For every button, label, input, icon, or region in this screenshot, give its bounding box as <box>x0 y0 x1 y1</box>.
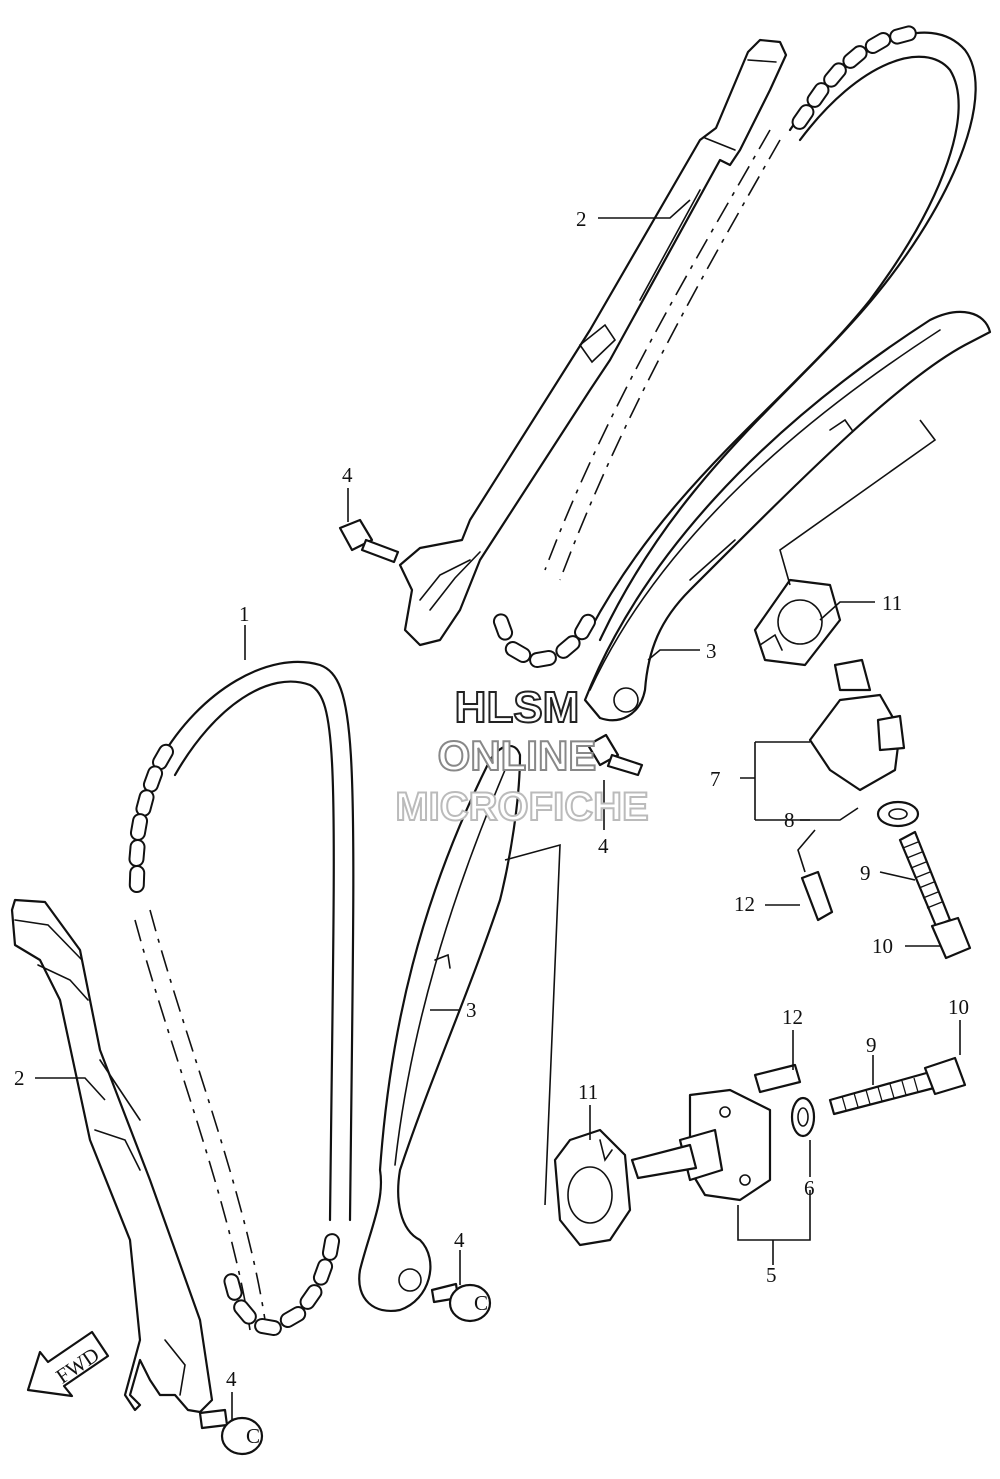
callout-4-lower-right: 4 <box>454 1228 465 1252</box>
callout-labels: 1 2 2 3 3 4 4 4 4 5 6 7 8 9 9 10 10 11 1… <box>14 207 969 1391</box>
callout-12-lower: 12 <box>782 1005 803 1029</box>
gasket-lower <box>553 1128 632 1247</box>
bolt-4-lower-right: C <box>430 1282 492 1323</box>
tensioner-arm-lower <box>358 744 561 1313</box>
callout-12-right: 12 <box>734 892 755 916</box>
watermark-line1: HLSM <box>455 683 580 732</box>
gasket-right <box>753 578 842 667</box>
washer-8 <box>876 800 920 828</box>
watermark: HLSM ONLINE MICROFICHE <box>394 682 649 830</box>
callout-2-upper: 2 <box>576 207 587 231</box>
callout-11-right: 11 <box>882 591 902 615</box>
chain-links-upper <box>492 25 917 669</box>
bolt-12-lower <box>753 1063 802 1094</box>
bolt-12-right <box>800 870 834 922</box>
leader-lines <box>35 199 961 1420</box>
cam-chain-upper <box>492 25 977 669</box>
bolt-head-mark: C <box>474 1291 488 1315</box>
bolt-4-lower-left: C <box>198 1408 264 1456</box>
callout-7: 7 <box>710 767 721 791</box>
callout-8: 8 <box>784 808 795 832</box>
callout-4-lower-left: 4 <box>226 1367 237 1391</box>
callout-1: 1 <box>239 602 250 626</box>
bolt-10-right <box>930 916 972 960</box>
callout-3-upper: 3 <box>706 639 717 663</box>
callout-9-right: 9 <box>860 861 871 885</box>
callout-6: 6 <box>804 1176 815 1200</box>
callout-2-lower: 2 <box>14 1066 25 1090</box>
fwd-arrow-icon: FWD <box>26 1330 110 1398</box>
chain-guide-lower <box>10 898 214 1414</box>
bolt-head-mark: C <box>246 1424 260 1448</box>
washer-6 <box>790 1096 816 1138</box>
callout-3-lower: 3 <box>466 998 477 1022</box>
bolt-10-lower <box>923 1056 967 1096</box>
tensioner-adjuster-lower <box>553 1056 967 1247</box>
chain-guide-upper <box>398 38 788 647</box>
chain-links-main <box>128 743 341 1337</box>
callout-4-upper: 4 <box>342 463 353 487</box>
callout-9-lower: 9 <box>866 1033 877 1057</box>
callout-4-middle: 4 <box>598 834 609 858</box>
cam-chain-main <box>128 660 355 1337</box>
watermark-line3: MICROFICHE <box>395 785 648 829</box>
bolt-4-upper <box>338 518 400 564</box>
bolt-4-middle <box>586 733 644 777</box>
callout-11-lower: 11 <box>578 1080 598 1104</box>
callout-5: 5 <box>766 1263 777 1287</box>
callout-10-right: 10 <box>872 934 893 958</box>
watermark-line2: ONLINE <box>438 732 597 779</box>
tensioner-adjuster-right <box>753 419 972 960</box>
tensioner-arm-upper <box>583 310 992 722</box>
callout-10-lower: 10 <box>948 995 969 1019</box>
